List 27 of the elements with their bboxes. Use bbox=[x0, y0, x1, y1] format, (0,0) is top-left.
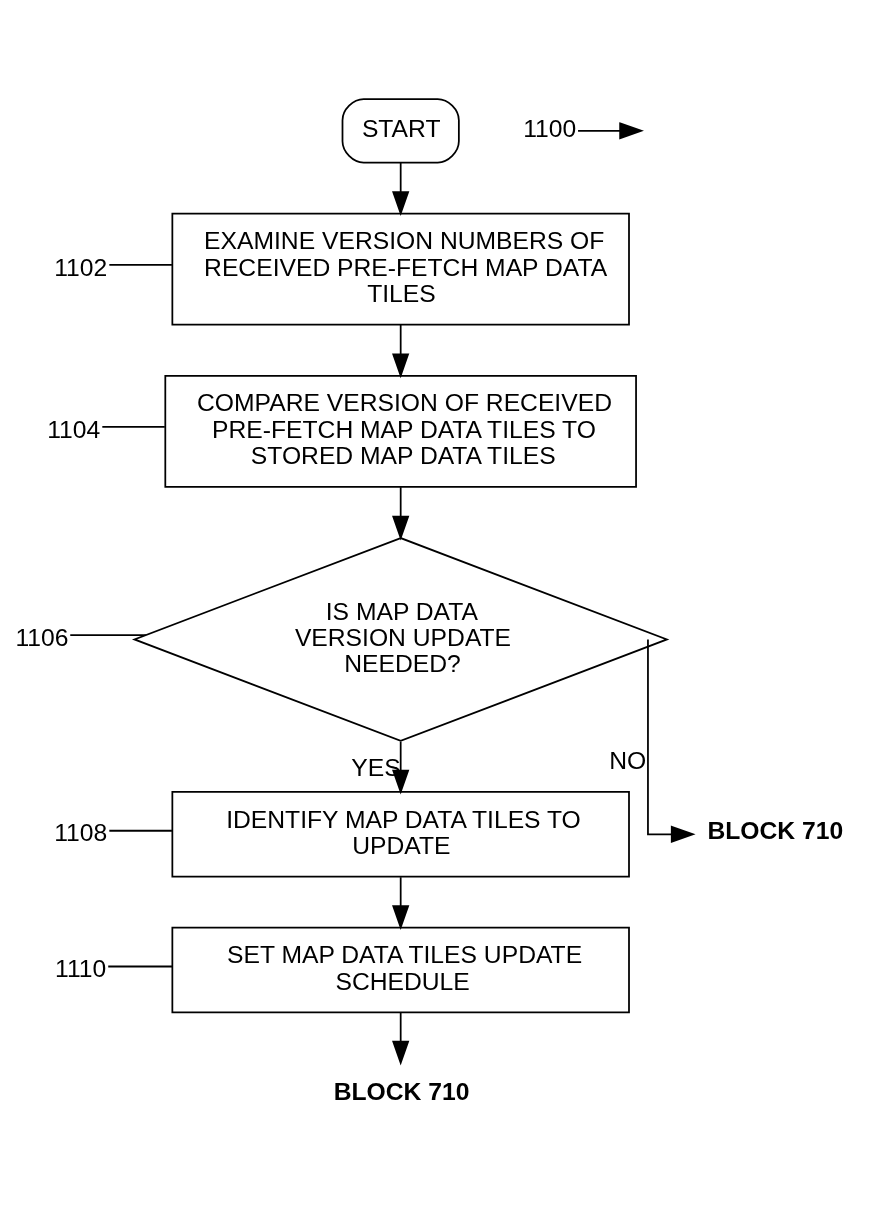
arrow bbox=[392, 162, 410, 217]
node-box: START bbox=[341, 98, 460, 164]
node-box: EXAMINE VERSION NUMBERS OF RECEIVED PRE-FETCH MAP DATA TILES bbox=[171, 212, 630, 326]
connector bbox=[108, 829, 173, 832]
node-diamond: IS MAP DATA VERSION UPDATE NEEDED? bbox=[131, 537, 670, 742]
arrow bbox=[392, 876, 410, 931]
node-text: 1108 bbox=[54, 818, 108, 846]
arrow bbox=[647, 638, 696, 843]
connector bbox=[107, 965, 173, 968]
node-text: 1106 bbox=[15, 623, 69, 651]
node-text: 1104 bbox=[47, 415, 101, 443]
node-box: SET MAP DATA TILES UPDATE SCHEDULE bbox=[171, 926, 630, 1014]
arrow bbox=[392, 1011, 410, 1066]
node-text: 1100 bbox=[523, 115, 577, 143]
connector bbox=[108, 263, 173, 266]
arrow bbox=[392, 324, 410, 379]
edge-label: NO bbox=[609, 746, 647, 774]
connector bbox=[69, 634, 147, 636]
arrow bbox=[577, 122, 644, 140]
connector bbox=[101, 426, 166, 428]
arrow bbox=[392, 486, 410, 541]
node-box: COMPARE VERSION OF RECEIVED PRE-FETCH MAP DATA TILES TO STORED MAP DATA TILES bbox=[164, 375, 637, 488]
node-text: 1110 bbox=[55, 954, 107, 982]
node-text: BLOCK 710 bbox=[707, 817, 844, 845]
node-text: 1102 bbox=[54, 253, 108, 281]
node-text: BLOCK 710 bbox=[333, 1077, 470, 1105]
node-box: IDENTIFY MAP DATA TILES TO UPDATE bbox=[171, 791, 630, 878]
